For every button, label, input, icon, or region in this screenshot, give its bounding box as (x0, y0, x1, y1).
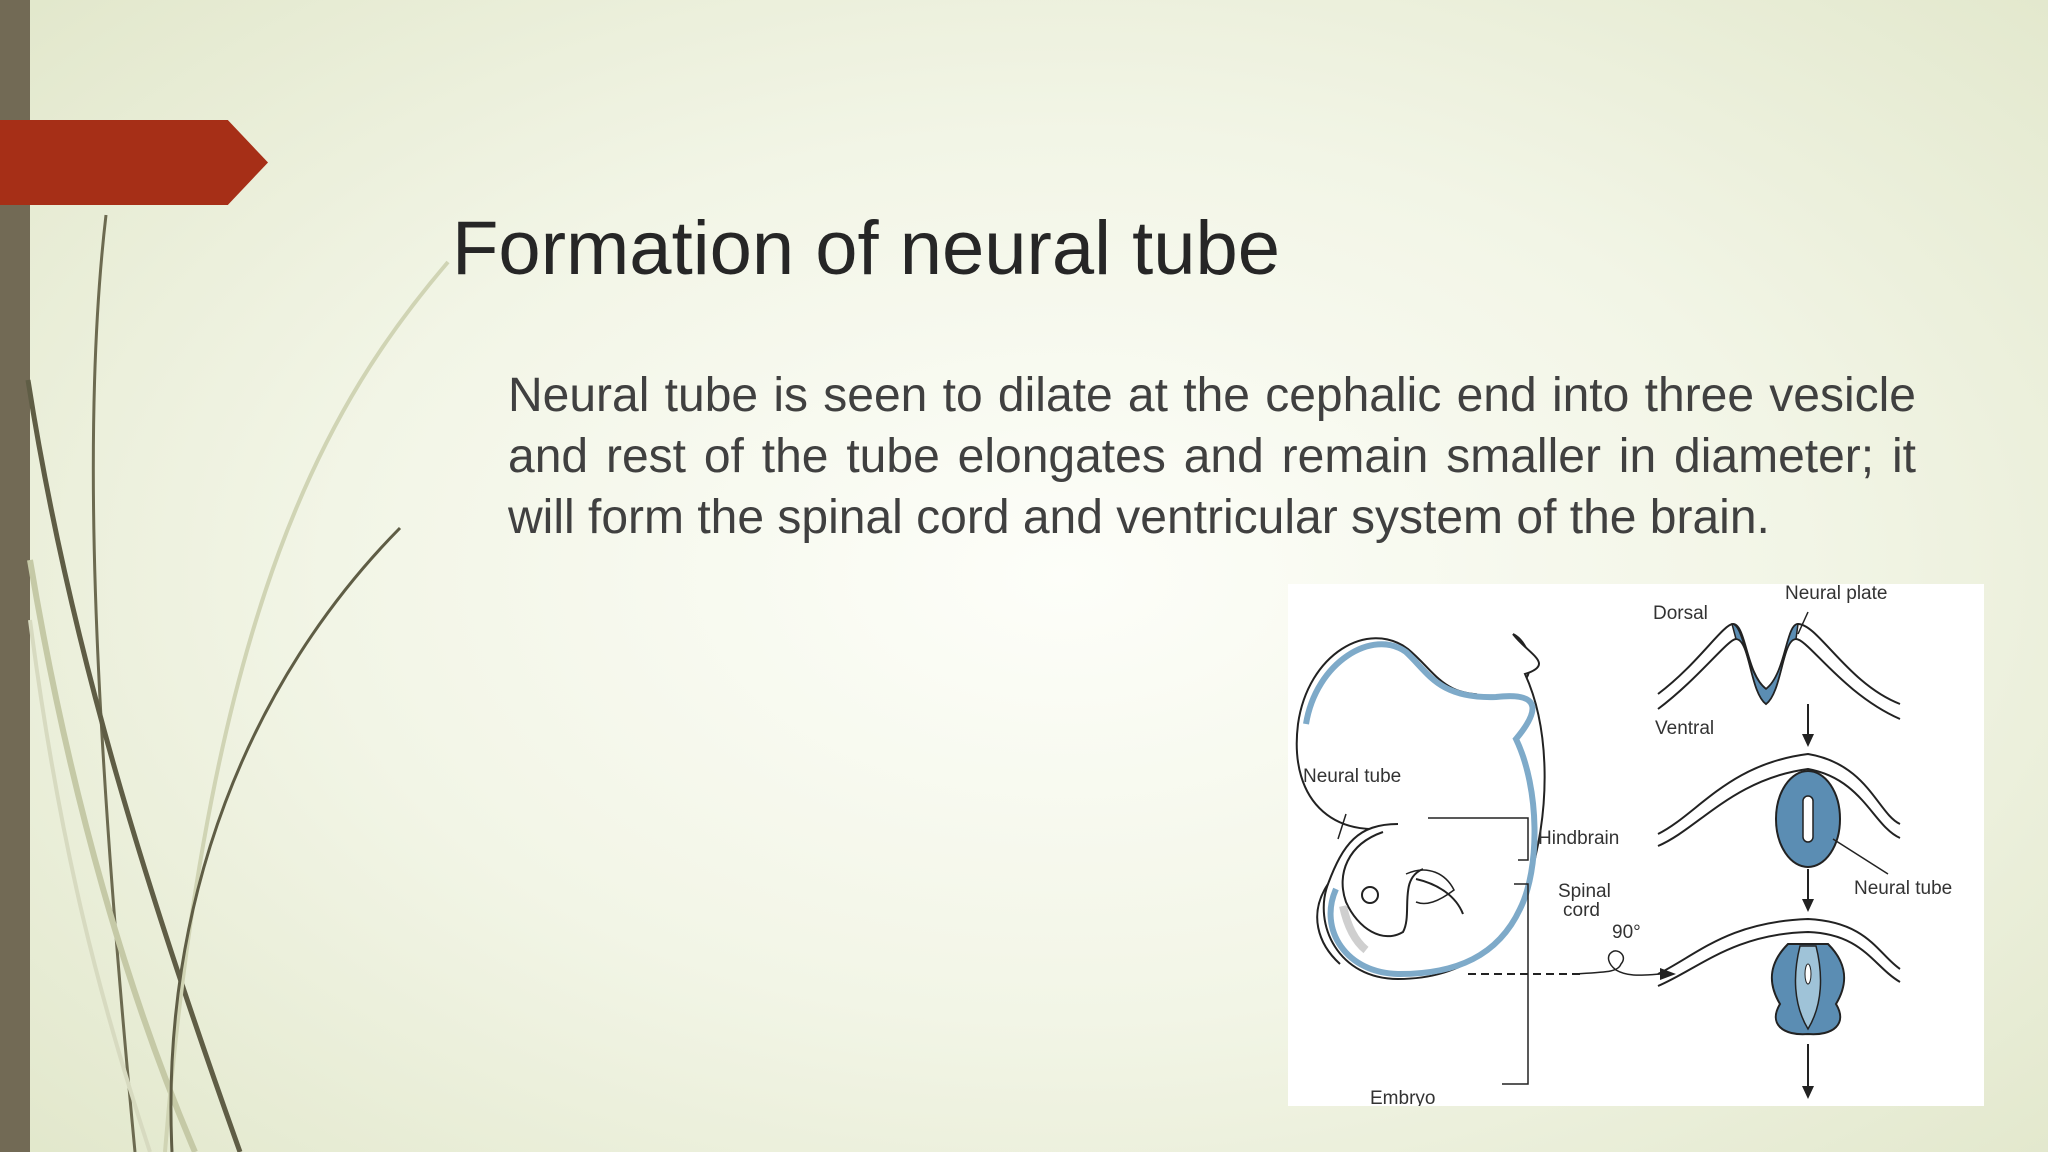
slide-body-text: Neural tube is seen to dilate at the cep… (508, 369, 1916, 544)
neural-tube-figure: Dorsal Ventral Neural plate Neural tube … (1288, 584, 1984, 1106)
label-neural-plate: Neural plate (1785, 584, 1887, 604)
label-cord: cord (1563, 900, 1600, 921)
cross-sections (1657, 611, 1901, 1099)
label-spinal: Spinal (1558, 881, 1611, 902)
decorative-curves (25, 214, 450, 1152)
embryo-drawing (1295, 633, 1676, 1085)
label-hindbrain: Hindbrain (1538, 828, 1619, 849)
label-angle: 90° (1612, 922, 1641, 943)
title-banner-arrow (0, 120, 268, 205)
label-embryo: Embryo (1370, 1088, 1435, 1106)
figure-labels: Dorsal Ventral Neural plate Neural tube … (1303, 584, 1952, 1106)
label-neural-tube-embryo: Neural tube (1303, 766, 1401, 787)
slide-title: Formation of neural tube (452, 206, 1281, 291)
label-ventral: Ventral (1655, 718, 1714, 739)
label-neural-tube-section: Neural tube (1854, 878, 1952, 899)
label-dorsal: Dorsal (1653, 603, 1708, 624)
